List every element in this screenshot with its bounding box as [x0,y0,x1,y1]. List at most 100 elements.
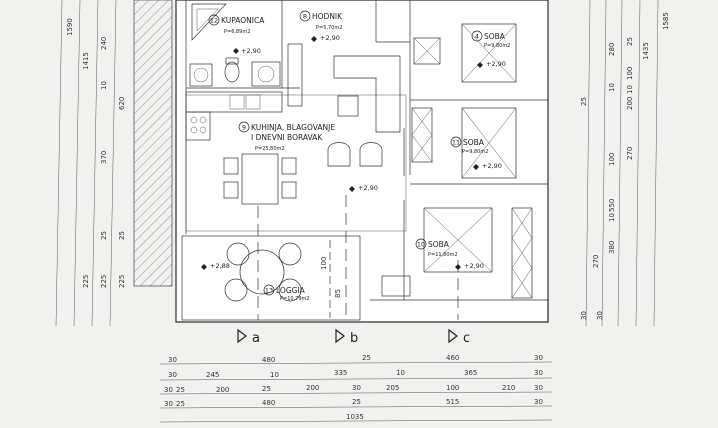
svg-text:365: 365 [464,369,477,377]
svg-text:1590: 1590 [66,18,74,36]
svg-text:10: 10 [626,85,634,94]
room-area: P=9,80m2 [484,43,510,49]
svg-text:270: 270 [626,147,634,160]
svg-text:100: 100 [446,384,459,392]
bedroom-11-furniture [411,107,517,179]
room-number: 10 [417,241,425,249]
inner-dim: 100 [320,257,328,270]
inner-dim: 85 [334,289,342,298]
svg-text:460: 460 [446,354,459,362]
room-number: 11 [452,139,460,147]
room-number: 12 [210,17,218,25]
svg-text:30: 30 [596,311,604,320]
section-marker-a: a [237,328,260,346]
svg-text:30: 30 [168,371,177,379]
room-area: P=11,80m2 [428,252,458,258]
svg-text:1035: 1035 [346,413,364,421]
room-level: +2,90 [241,47,261,55]
room-name-line2: I DNEVNI BORAVAK [251,133,323,142]
svg-text:270: 270 [592,255,600,268]
room-number: 9 [242,124,246,132]
room-12-label: 12 KUPAONICA P=6,89m2 +2,90 [208,14,265,55]
svg-text:25: 25 [118,231,126,240]
bathroom-fixtures [189,3,281,87]
room-4-label: 4 SOBA P=9,80m2 +2,90 [471,30,510,68]
svg-text:335: 335 [334,369,347,377]
svg-text:210: 210 [502,384,515,392]
room-name: LOGGIA [276,286,306,295]
svg-text:30: 30 [164,386,173,394]
svg-text:25: 25 [362,354,371,362]
bottom-dimension-lines: 30 480 25 460 30 30 245 10 335 10 365 30… [159,354,553,423]
left-dimension-lines: 1590 1415 225 240 10 370 25 225 620 25 2… [55,0,126,327]
level-markers [201,36,483,270]
svg-text:480: 480 [262,356,275,364]
svg-text:480: 480 [262,399,275,407]
room-name: SOBA [428,240,450,249]
svg-text:25: 25 [352,398,361,406]
room-13-label: 13 LOGGIA P=10,79m2 +2,88 [210,262,310,302]
svg-text:30: 30 [534,369,543,377]
room-name-line1: KUHINJA, BLAGOVANJE [251,123,335,132]
room-8-label: 8 HODNIK P=5,70m2 +2,90 [299,10,343,42]
right-dimension-lines: 1585 1435 280 10 550 10 380 25 100 10 20… [580,0,670,327]
svg-text:515: 515 [446,398,459,406]
svg-text:25: 25 [176,400,185,408]
svg-text:280: 280 [608,43,616,56]
svg-text:30: 30 [534,398,543,406]
svg-text:550: 550 [608,199,616,212]
svg-text:25: 25 [262,385,271,393]
section-marker-c: c [448,328,470,346]
svg-text:30: 30 [534,384,543,392]
section-marker-b: b [335,328,358,346]
svg-text:30: 30 [534,354,543,362]
svg-text:225: 225 [118,275,126,288]
room-level: +2,90 [464,262,484,270]
room-number: 13 [265,287,273,295]
room-level: +2,90 [482,162,502,170]
room-name: KUPAONICA [221,16,265,25]
loggia-furniture [224,240,331,318]
svg-text:100: 100 [626,67,634,80]
svg-text:25: 25 [100,231,108,240]
svg-text:1435: 1435 [642,42,650,60]
svg-text:205: 205 [386,384,399,392]
room-level: +2,90 [320,34,340,42]
svg-text:10: 10 [396,369,405,377]
svg-text:10: 10 [100,81,108,90]
svg-text:10: 10 [608,83,616,92]
room-area: P=6,89m2 [224,29,250,35]
room-level: +2,88 [210,262,230,270]
living-room-furniture [223,55,405,205]
room-area: P=25,80m2 [255,146,285,152]
svg-text:10: 10 [608,213,616,222]
svg-text:a: a [252,331,260,346]
room-name: SOBA [484,32,506,41]
room-area: P=10,79m2 [280,296,310,302]
room-10-label: 10 SOBA P=11,80m2 +2,90 [415,238,484,270]
svg-text:200: 200 [626,97,634,110]
room-level: +2,90 [358,184,378,192]
svg-text:225: 225 [82,275,90,288]
svg-text:240: 240 [100,37,108,50]
svg-text:c: c [463,331,470,346]
svg-text:370: 370 [100,151,108,164]
svg-text:200: 200 [216,386,229,394]
svg-text:100: 100 [608,153,616,166]
svg-text:1415: 1415 [82,52,90,70]
svg-text:620: 620 [118,97,126,110]
svg-text:30: 30 [580,311,588,320]
room-number: 8 [303,13,307,21]
svg-text:30: 30 [164,400,173,408]
svg-text:10: 10 [270,371,279,379]
room-9-label: 9 KUHINJA, BLAGOVANJE I DNEVNI BORAVAK P… [238,121,378,192]
svg-text:225: 225 [100,275,108,288]
svg-text:25: 25 [580,97,588,106]
room-level: +2,90 [486,60,506,68]
svg-text:30: 30 [352,384,361,392]
kitchen-counter [185,43,303,141]
room-name: HODNIK [312,12,343,21]
bedroom-4-furniture [413,23,517,83]
room-11-label: 11 SOBA P=9,80m2 +2,90 [450,136,502,170]
